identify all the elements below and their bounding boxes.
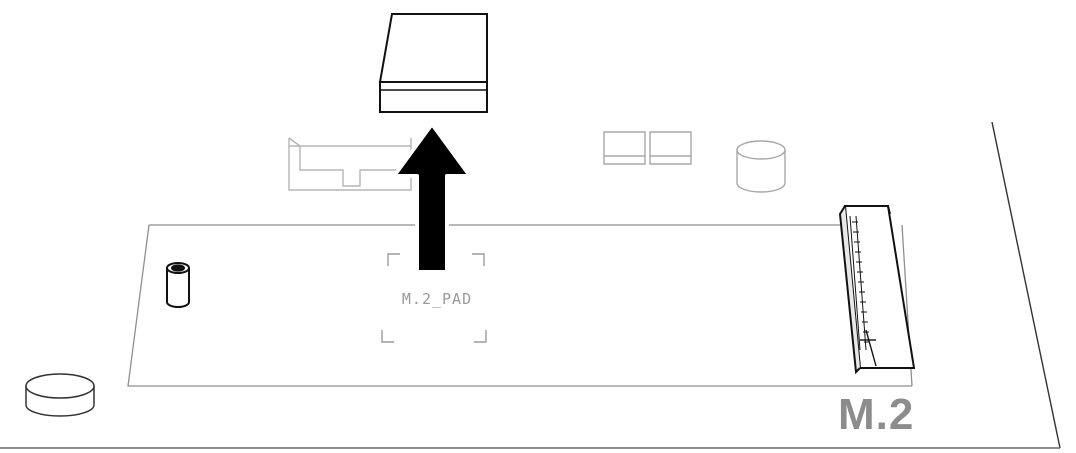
m2-slot-label: M.2 bbox=[838, 390, 915, 439]
pad-placement-marks bbox=[381, 253, 487, 343]
arrow-up-icon bbox=[392, 122, 472, 274]
motherboard-outline bbox=[0, 121, 1061, 449]
m2-connector-icon bbox=[838, 205, 916, 375]
capacitor-top bbox=[736, 140, 786, 193]
standoff-icon bbox=[166, 262, 190, 308]
m2-pad-label: M.2_PAD bbox=[401, 290, 473, 308]
capacitor-bottom bbox=[25, 373, 95, 417]
m2-ssd-board bbox=[127, 224, 913, 387]
smd-components bbox=[603, 131, 692, 165]
thermal-pad-icon bbox=[378, 13, 488, 113]
pcie-slot-outline bbox=[288, 137, 412, 191]
